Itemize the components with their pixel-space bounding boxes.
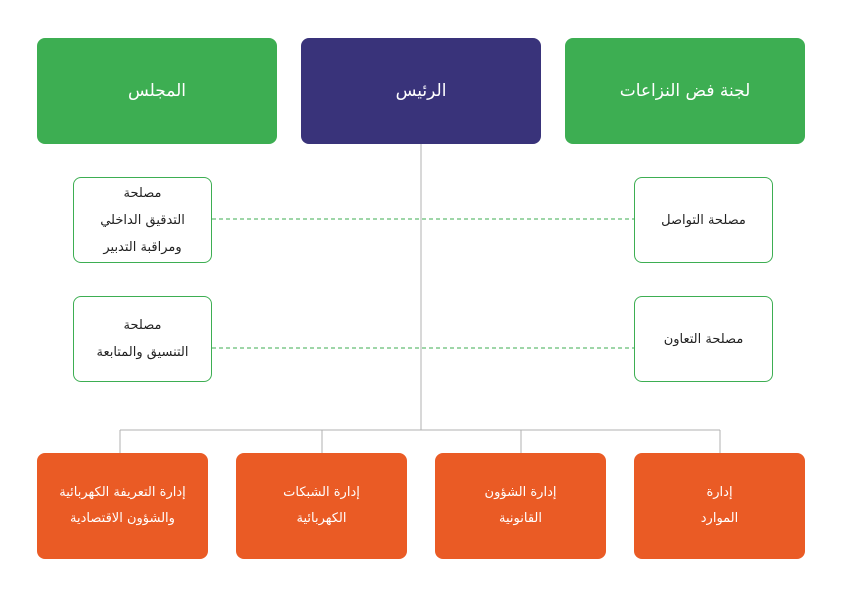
dispute-committee-label: لجنة فض النزاعات <box>619 81 751 101</box>
communication-service-box: مصلحة التواصل <box>634 177 773 263</box>
communication-label: مصلحة التواصل <box>661 212 746 228</box>
resources-department-box: إدارة الموارد <box>634 453 805 559</box>
coordination-service-box: مصلحة التنسيق والمتابعة <box>73 296 212 382</box>
president-label: الرئيس <box>395 81 447 101</box>
internal-audit-line-1: مصلحة <box>123 185 162 201</box>
legal-line-2: القانونية <box>499 511 542 526</box>
tariff-line-1: إدارة التعريفة الكهربائية <box>59 485 186 500</box>
council-box: المجلس <box>37 38 277 144</box>
dispute-committee-box: لجنة فض النزاعات <box>565 38 805 144</box>
legal-affairs-department-box: إدارة الشؤون القانونية <box>435 453 606 559</box>
cooperation-label: مصلحة التعاون <box>663 331 744 347</box>
electrical-networks-department-box: إدارة الشبكات الكهربائية <box>236 453 407 559</box>
internal-audit-service-box: مصلحة التدقيق الداخلي ومراقبة التدبير <box>73 177 212 263</box>
tariff-line-2: والشؤون الاقتصادية <box>70 511 175 526</box>
resources-line-2: الموارد <box>700 511 739 526</box>
internal-audit-line-3: ومراقبة التدبير <box>103 239 182 255</box>
networks-line-1: إدارة الشبكات <box>283 485 360 500</box>
coordination-line-1: مصلحة <box>123 318 162 333</box>
cooperation-service-box: مصلحة التعاون <box>634 296 773 382</box>
president-box: الرئيس <box>301 38 541 144</box>
tariff-economic-department-box: إدارة التعريفة الكهربائية والشؤون الاقتص… <box>37 453 208 559</box>
networks-line-2: الكهربائية <box>296 511 347 526</box>
coordination-line-2: التنسيق والمتابعة <box>96 345 189 360</box>
legal-line-1: إدارة الشؤون <box>484 485 557 500</box>
internal-audit-line-2: التدقيق الداخلي <box>100 212 185 228</box>
resources-line-1: إدارة <box>706 485 733 500</box>
council-label: المجلس <box>128 81 187 101</box>
